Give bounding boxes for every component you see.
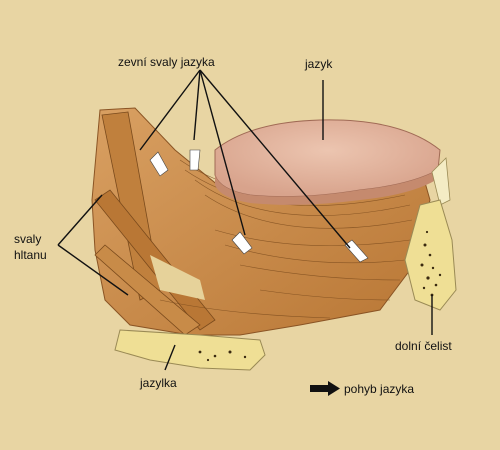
hyoid-bone: [114, 329, 266, 371]
label-tongue: jazyk: [305, 57, 333, 71]
leader-line: [193, 69, 201, 141]
leader-lines: [57, 69, 433, 371]
external-tongue-muscles: [159, 159, 413, 319]
leader-line: [164, 344, 176, 371]
legend-movement-label: pohyb jazyka: [344, 382, 415, 396]
movement-arrows: [149, 149, 369, 263]
pharynx-muscle-band: [94, 244, 201, 336]
tongue-rim: [215, 170, 438, 205]
movement-arrow: [149, 151, 169, 177]
movement-arrow: [231, 231, 253, 255]
label-pharynx-muscles-2: hltanu: [14, 248, 47, 262]
leader-line: [57, 244, 129, 296]
leader-line: [139, 69, 201, 151]
label-hyoid: jazylka: [140, 376, 177, 390]
hyoid-bone-texture: [198, 350, 247, 362]
pale-membrane: [150, 255, 205, 300]
label-external-muscles: zevní svaly jazyka: [118, 55, 215, 69]
label-lower-jaw: dolní čelist: [395, 339, 452, 353]
incisor-tooth: [431, 157, 451, 206]
leader-line: [57, 194, 103, 246]
leader-line: [199, 69, 351, 249]
movement-arrow: [344, 239, 369, 263]
leader-line: [199, 69, 246, 236]
black-arrow-icon: [310, 381, 340, 396]
label-pharynx-muscles-1: svaly: [14, 232, 42, 246]
movement-arrow: [189, 149, 201, 171]
